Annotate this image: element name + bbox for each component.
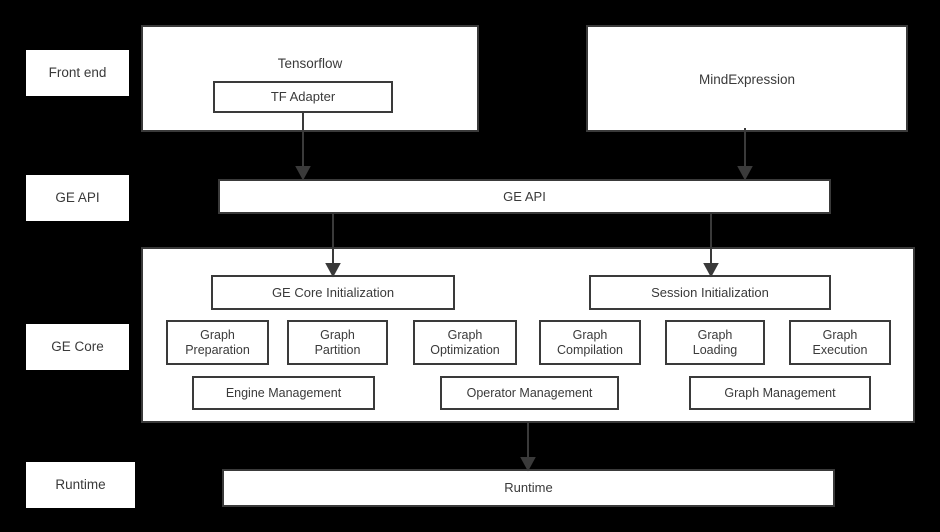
tf-adapter-box[interactable]: TF Adapter bbox=[213, 81, 393, 113]
graph-partition-box[interactable]: Graph Partition bbox=[287, 320, 388, 365]
graph-management-box[interactable]: Graph Management bbox=[689, 376, 871, 410]
graph-partition-label: Graph Partition bbox=[314, 327, 361, 357]
operator-management-box[interactable]: Operator Management bbox=[440, 376, 619, 410]
stage-label-front-end-text: Front end bbox=[48, 65, 107, 81]
runtime-bar[interactable]: Runtime bbox=[222, 469, 835, 507]
ge-core-initialization-box[interactable]: GE Core Initialization bbox=[211, 275, 455, 310]
ge-api-bar-label: GE API bbox=[503, 188, 546, 204]
ge-core-initialization-label: GE Core Initialization bbox=[271, 284, 395, 300]
operator-management-label: Operator Management bbox=[466, 385, 593, 400]
ge-api-bar[interactable]: GE API bbox=[218, 179, 831, 214]
engine-management-box[interactable]: Engine Management bbox=[192, 376, 375, 410]
mindexpression-title: MindExpression bbox=[698, 72, 796, 87]
graph-loading-box[interactable]: Graph Loading bbox=[665, 320, 765, 365]
stage-label-runtime-text: Runtime bbox=[55, 477, 106, 493]
tensorflow-title: Tensorflow bbox=[277, 56, 343, 71]
graph-loading-label: Graph Loading bbox=[692, 327, 738, 357]
tf-adapter-label: TF Adapter bbox=[270, 89, 336, 105]
graph-compilation-label: Graph Compilation bbox=[556, 327, 623, 357]
graph-management-label: Graph Management bbox=[724, 385, 836, 400]
graph-execution-label: Graph Execution bbox=[812, 327, 868, 357]
runtime-bar-label: Runtime bbox=[504, 480, 553, 496]
stage-label-ge-core: GE Core bbox=[26, 324, 129, 370]
session-initialization-box[interactable]: Session Initialization bbox=[589, 275, 831, 310]
graph-preparation-label: Graph Preparation bbox=[185, 327, 250, 357]
stage-label-ge-core-text: GE Core bbox=[51, 339, 104, 355]
stage-label-ge-api: GE API bbox=[26, 175, 129, 221]
mindexpression-container[interactable]: MindExpression bbox=[586, 25, 908, 132]
stage-label-front-end: Front end bbox=[26, 50, 129, 96]
graph-optimization-label: Graph Optimization bbox=[430, 327, 500, 357]
graph-compilation-box[interactable]: Graph Compilation bbox=[539, 320, 641, 365]
graph-execution-box[interactable]: Graph Execution bbox=[789, 320, 891, 365]
session-initialization-label: Session Initialization bbox=[651, 284, 769, 300]
tensorflow-container[interactable]: Tensorflow bbox=[141, 25, 479, 132]
stage-label-runtime: Runtime bbox=[26, 462, 135, 508]
graph-preparation-box[interactable]: Graph Preparation bbox=[166, 320, 269, 365]
stage-label-ge-api-text: GE API bbox=[55, 190, 100, 206]
engine-management-label: Engine Management bbox=[225, 385, 342, 400]
graph-optimization-box[interactable]: Graph Optimization bbox=[413, 320, 517, 365]
